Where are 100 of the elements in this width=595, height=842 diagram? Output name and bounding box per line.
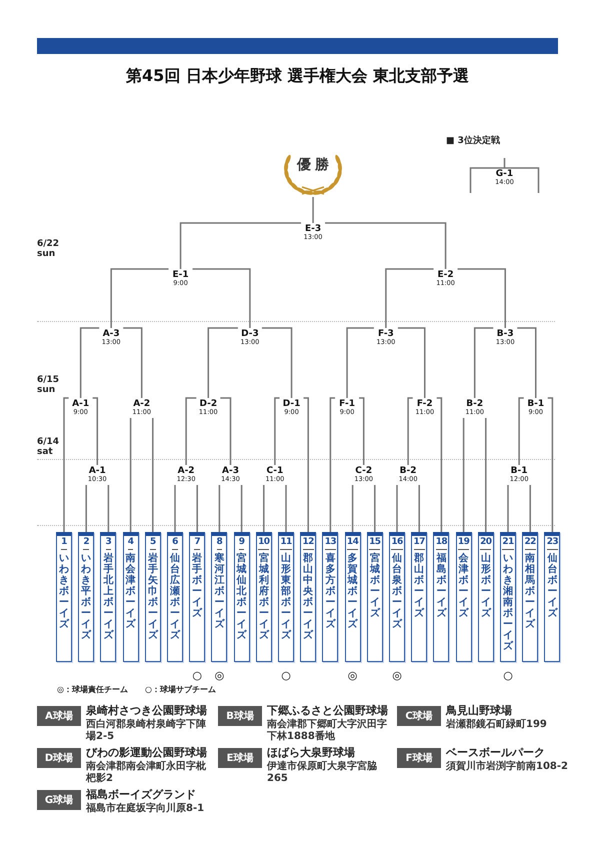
bracket-line — [180, 222, 302, 269]
team-number: 8 — [216, 538, 222, 550]
team-number: 1 — [61, 538, 67, 550]
team-box — [433, 532, 450, 662]
team-name: 郡山中央ボーイズ — [303, 553, 314, 641]
bracket-line — [263, 485, 265, 532]
bracket-line — [130, 418, 132, 532]
team-name: いわきボーイズ — [59, 553, 69, 630]
venue-name: びわの影運動公園野球場 — [86, 746, 208, 760]
bracket-line — [398, 327, 426, 398]
bracket-line — [208, 327, 238, 398]
team-name: 岩手ボーイズ — [192, 553, 202, 619]
team-name: 仙台ボーイズ — [547, 553, 558, 619]
team-number: 22 — [524, 538, 536, 550]
team-number: 20 — [480, 538, 492, 550]
bracket-line — [174, 485, 176, 532]
team-number: 5 — [150, 538, 156, 550]
bracket-line — [385, 268, 434, 328]
marker-symbol: ○ — [502, 670, 514, 681]
team-name: 仙台広瀬ボーイズ — [170, 553, 180, 641]
team-box — [278, 532, 294, 662]
bracket-line — [548, 397, 554, 532]
team-name: 岩手矢巾ボーイズ — [148, 553, 158, 641]
bracket-line — [507, 485, 509, 532]
team-name: いわき湘南ボーイズ — [503, 553, 513, 652]
team-box — [389, 532, 405, 662]
team-number: 13 — [324, 538, 336, 550]
team-name: 郡山ボーイズ — [414, 553, 424, 619]
team-number: 16 — [391, 538, 403, 550]
team-number: 21 — [502, 538, 514, 550]
bracket-line — [458, 268, 506, 328]
date-label: 6/22 sun — [37, 240, 60, 260]
bracket-line — [63, 397, 69, 532]
team-name: 仙台泉ボーイズ — [392, 553, 402, 630]
team-number: 9 — [238, 538, 244, 550]
bracket-line — [485, 418, 487, 532]
legend-text: ○：球場サブチーム — [145, 686, 217, 695]
team-box — [478, 532, 494, 662]
team-number: 4 — [128, 538, 134, 550]
team-number: 15 — [369, 538, 380, 550]
venue-name: 下郷ふるさと公園野球場 — [267, 704, 389, 718]
venue-badge: C球場 — [397, 706, 441, 726]
date-label: 6/15 sun — [37, 376, 60, 396]
team-box — [456, 532, 472, 662]
team-number: 14 — [346, 538, 358, 550]
team-box — [344, 532, 361, 662]
bracket-line — [220, 397, 232, 465]
marker-symbol: ◎ — [346, 670, 358, 681]
bracket-line — [374, 485, 376, 532]
venue-badge: D球場 — [37, 748, 81, 768]
bracket-line — [518, 397, 524, 465]
bracket-line — [192, 268, 251, 328]
team-box — [366, 532, 383, 662]
team-number: 2 — [83, 538, 90, 550]
team-name: 寒河江ボーイズ — [214, 553, 224, 630]
bracket-line — [418, 485, 420, 532]
bracket-line — [108, 485, 110, 532]
bracket-line — [359, 397, 364, 465]
bracket-line — [185, 397, 196, 465]
venue-name: ほばら大泉野球場 — [267, 746, 356, 760]
team-name: 喜多方ボーイズ — [325, 553, 336, 630]
marker-symbol: ◎ — [391, 670, 403, 681]
team-number: 3 — [106, 538, 112, 550]
team-box — [500, 532, 516, 662]
venue-name: 泉崎村さつき公園野球場 — [86, 704, 208, 718]
team-number: 6 — [172, 538, 178, 550]
date-label: 6/14 sat — [37, 438, 60, 458]
venue-address: 福島市在庭坂字向川原8-1 — [86, 803, 206, 814]
bracket-line — [80, 327, 100, 398]
bracket-line — [110, 268, 169, 328]
venue-badge: A球場 — [37, 706, 81, 726]
venue-address: 西白河郡泉崎村泉崎字下陣場2-5 — [86, 719, 207, 742]
team-box — [256, 532, 272, 662]
team-box — [167, 532, 183, 662]
team-name: 福島ボーイズ — [436, 553, 446, 619]
team-box — [522, 532, 538, 662]
bracket-line — [325, 222, 446, 269]
bracket-line — [517, 327, 536, 398]
legend-text: ◎：球場責任チーム — [57, 686, 129, 695]
bracket-line — [85, 485, 87, 532]
team-name: 宮城ボーイズ — [370, 553, 380, 619]
bracket-line — [396, 485, 398, 532]
team-name: 南会津ボーイズ — [126, 553, 136, 630]
venue-address: 岩瀬郡鏡石町緑町199 — [446, 719, 548, 730]
team-name: 宮城仙北ボーイズ — [236, 553, 247, 641]
bracket-line — [474, 327, 494, 398]
bracket-line — [152, 418, 154, 532]
team-name: 山形ボーイズ — [480, 553, 491, 619]
bracket-line — [274, 397, 280, 465]
team-number: 10 — [258, 538, 270, 550]
venue-name: ベースボールパーク — [446, 746, 546, 760]
bracket-line — [436, 397, 442, 532]
bracket-line — [304, 397, 309, 532]
team-box — [234, 532, 250, 662]
bracket-line — [196, 485, 198, 532]
bracket-line — [240, 485, 242, 532]
team-name: 宮城利府ボーイズ — [258, 553, 269, 641]
venue-badge: G球場 — [37, 790, 81, 810]
bracket-line — [262, 327, 292, 398]
team-number: 18 — [436, 538, 448, 550]
